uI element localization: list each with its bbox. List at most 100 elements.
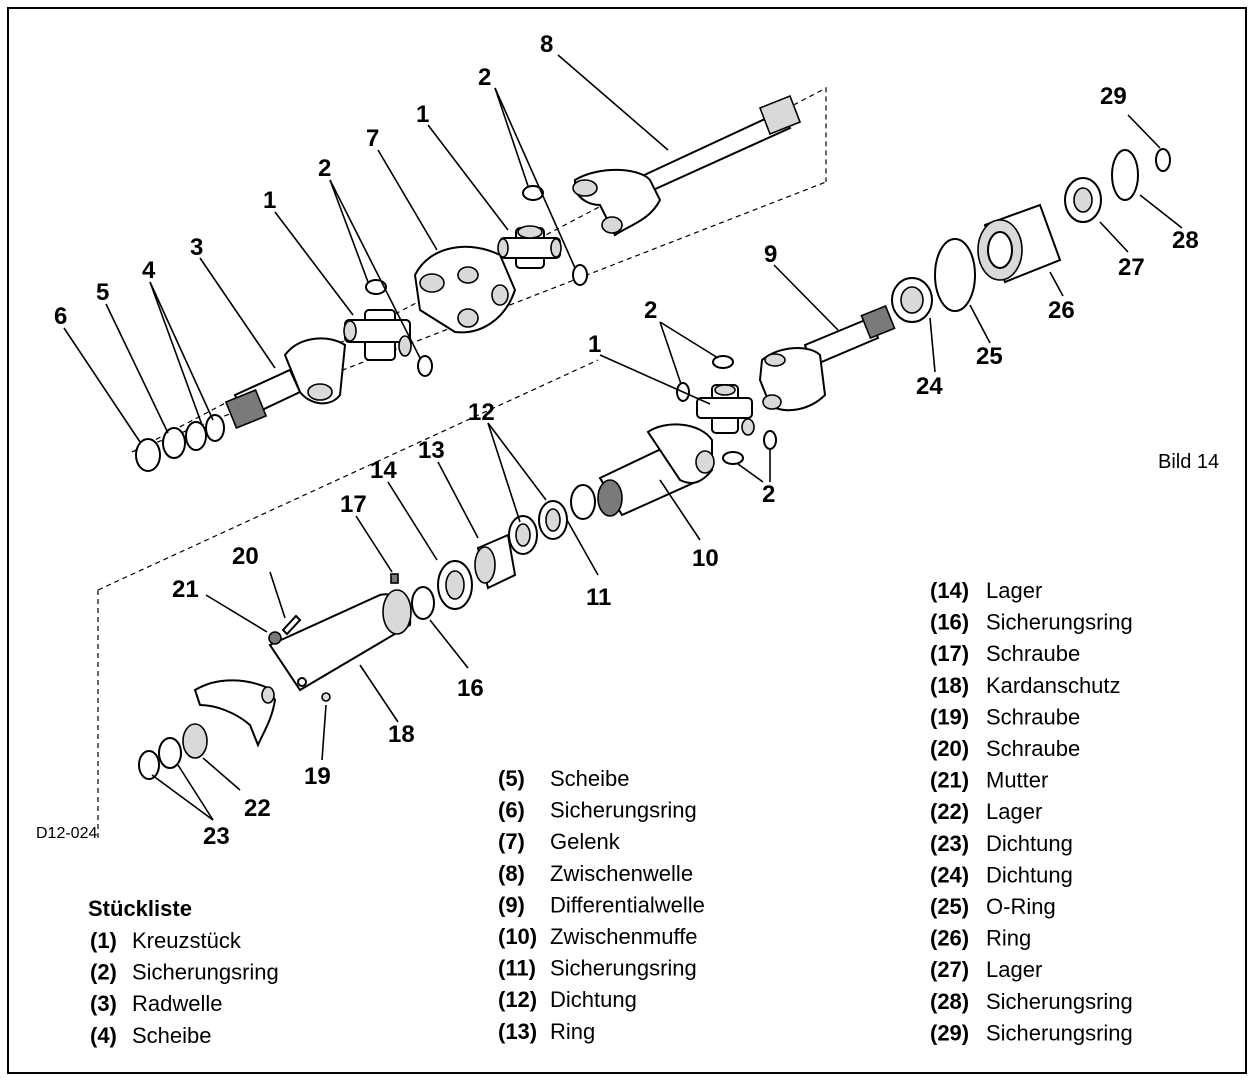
part-21-nut: [268, 631, 282, 645]
parts-list-item-number: (20): [930, 736, 969, 761]
leader-lines: [63, 54, 1183, 821]
parts-list-item-number: (12): [498, 987, 537, 1012]
parts-list-item-number: (14): [930, 578, 969, 603]
callout-2: 2: [318, 155, 331, 182]
parts-list-title: Stückliste: [88, 896, 192, 921]
callout-29: 29: [1100, 83, 1127, 110]
callout-13: 13: [418, 437, 445, 464]
part-23-seal: [158, 737, 182, 769]
callout-19: 19: [304, 763, 331, 790]
parts-list-item-number: (17): [930, 641, 969, 666]
callout-2: 2: [762, 481, 775, 508]
parts-list-item-number: (1): [90, 928, 117, 953]
parts-list-item-name: Lager: [986, 957, 1042, 982]
callout-12: 12: [468, 399, 495, 426]
callout-23: 23: [203, 823, 230, 850]
part-17-screw: [390, 573, 399, 584]
part-27-bearing: [1064, 177, 1102, 223]
callout-1: 1: [416, 101, 429, 128]
part-22-bearing: [182, 723, 208, 759]
parts-list-item-name: Scheibe: [132, 1023, 212, 1048]
parts-list-item-name: Dichtung: [986, 862, 1073, 887]
parts-list-item-name: Schraube: [986, 736, 1080, 761]
parts-list-item-number: (21): [930, 768, 969, 793]
callout-6: 6: [54, 303, 67, 330]
callout-28: 28: [1172, 227, 1199, 254]
part-8-intermediate-shaft: [572, 94, 802, 237]
part-23-seal: [138, 750, 160, 780]
callout-10: 10: [692, 545, 719, 572]
parts-list-item-name: Ring: [986, 926, 1031, 951]
callout-27: 27: [1118, 254, 1145, 281]
callout-20: 20: [232, 543, 259, 570]
parts-list-item-number: (13): [498, 1019, 537, 1044]
parts-list-item-number: (26): [930, 926, 969, 951]
callout-4: 4: [142, 257, 156, 284]
part-12-seal-bore: [545, 508, 561, 532]
part-14-bearing-bore: [445, 570, 465, 600]
parts-list-item-number: (19): [930, 704, 969, 729]
parts-list-item-name: Sicherungsring: [550, 798, 697, 823]
callout-labels: 8 2 1 7 2 1 3 4 5 6 9 2 1 12 13 14 2 10 …: [54, 31, 1199, 850]
parts-list-item-number: (11): [498, 956, 536, 981]
parts-list-item-name: Kardanschutz: [986, 673, 1121, 698]
part-25-o-ring: [934, 238, 976, 312]
callout-17: 17: [340, 491, 367, 518]
part-19-screw: [321, 692, 331, 702]
callout-21: 21: [172, 576, 199, 603]
figure-border: [7, 7, 1247, 1074]
part-1-cross-right: [696, 384, 755, 436]
drawing-code: D12-024: [36, 825, 97, 842]
parts-list-item-name: Lager: [986, 578, 1042, 603]
part-2-snap-ring: [712, 355, 734, 369]
part-1-cross-upper: [497, 225, 562, 269]
callout-5: 5: [96, 279, 109, 306]
parts-list-item-name: Sicherungsring: [986, 1020, 1133, 1045]
callout-18: 18: [388, 721, 415, 748]
part-1-cross-left: [343, 309, 412, 361]
figure-label: Bild 14: [1158, 451, 1219, 473]
part-18-cardan-guard: [193, 589, 412, 748]
callout-8: 8: [540, 31, 553, 58]
part-9-differential-shaft: [758, 304, 896, 412]
part-29-snap-ring: [1155, 148, 1171, 172]
parts-list-item-number: (16): [930, 610, 969, 635]
part-2-snap-ring: [417, 355, 433, 377]
part-28-snap-ring: [1111, 149, 1139, 201]
callout-3: 3: [190, 234, 203, 261]
assembly-outline-dashed: [97, 87, 827, 838]
callout-1: 1: [263, 187, 276, 214]
part-3-wheel-shaft: [224, 337, 347, 430]
part-6-snap-ring: [135, 438, 161, 472]
callout-26: 26: [1048, 297, 1075, 324]
parts-list-item-name: Schraube: [986, 704, 1080, 729]
parts-list-item-number: (24): [930, 862, 969, 887]
callout-2: 2: [644, 297, 657, 324]
callout-7: 7: [366, 125, 379, 152]
parts-list-item-name: Ring: [550, 1019, 595, 1044]
callout-11: 11: [586, 584, 611, 611]
parts-list-item-name: Zwischenwelle: [550, 861, 693, 886]
parts-list-item-name: Gelenk: [550, 829, 621, 854]
part-24-seal: [891, 277, 933, 323]
parts-list-column-3: (14) Lager (16) Sicherungsring (17) Schraube (…: [930, 578, 1133, 1045]
parts-list-item-name: Sicherungsring: [550, 956, 697, 981]
guard-hole: [297, 677, 307, 687]
parts-list-item-number: (3): [90, 991, 117, 1016]
parts-list-item-name: Dichtung: [986, 831, 1073, 856]
parts-list-item-name: Sicherungsring: [132, 960, 279, 985]
parts-list-item-name: Radwelle: [132, 991, 223, 1016]
parts-list-item-number: (28): [930, 989, 969, 1014]
parts-list-item-name: Kreuzstück: [132, 928, 242, 953]
parts-list-item-name: Scheibe: [550, 766, 630, 791]
parts-list-item-name: Sicherungsring: [986, 610, 1133, 635]
part-4-washer: [185, 421, 207, 451]
part-10-intermediate-sleeve: [597, 423, 715, 517]
parts-list-item-number: (22): [930, 799, 969, 824]
callout-14: 14: [370, 457, 397, 484]
parts-list-item-name: Mutter: [986, 768, 1048, 793]
parts-list-item-name: O-Ring: [986, 894, 1056, 919]
parts-list-item-name: Lager: [986, 799, 1042, 824]
parts-list-item-name: Dichtung: [550, 987, 637, 1012]
